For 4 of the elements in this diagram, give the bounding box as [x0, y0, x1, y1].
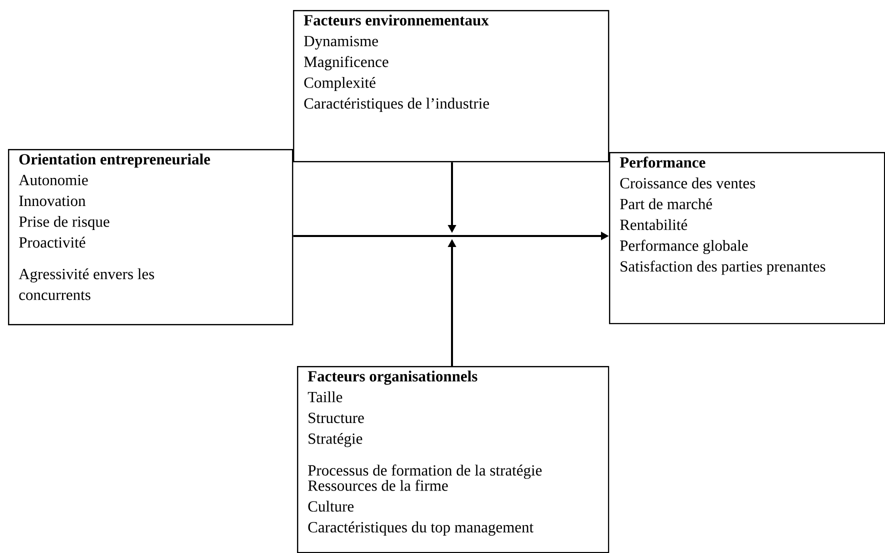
text-box: Orientation entrepreneuriale Autonomie Innovation Prise de risque Proactivité Agressivité envers les concurrents — [8, 149, 294, 326]
text-box: Facteurs environnementaux Dynamisme Magnificence Complexité Caractéristiques de l’industrie — [293, 10, 610, 162]
text-box: Facteurs organisationnels Taille Structure Stratégie Processus de formation de la stratégie Ressources de la firme Culture Caractéristiques du top management — [297, 366, 610, 553]
text-box: Performance Croissance des ventes Part de marché Rentabilité Performance globale Satisfaction des parties prenantes — [609, 152, 885, 324]
